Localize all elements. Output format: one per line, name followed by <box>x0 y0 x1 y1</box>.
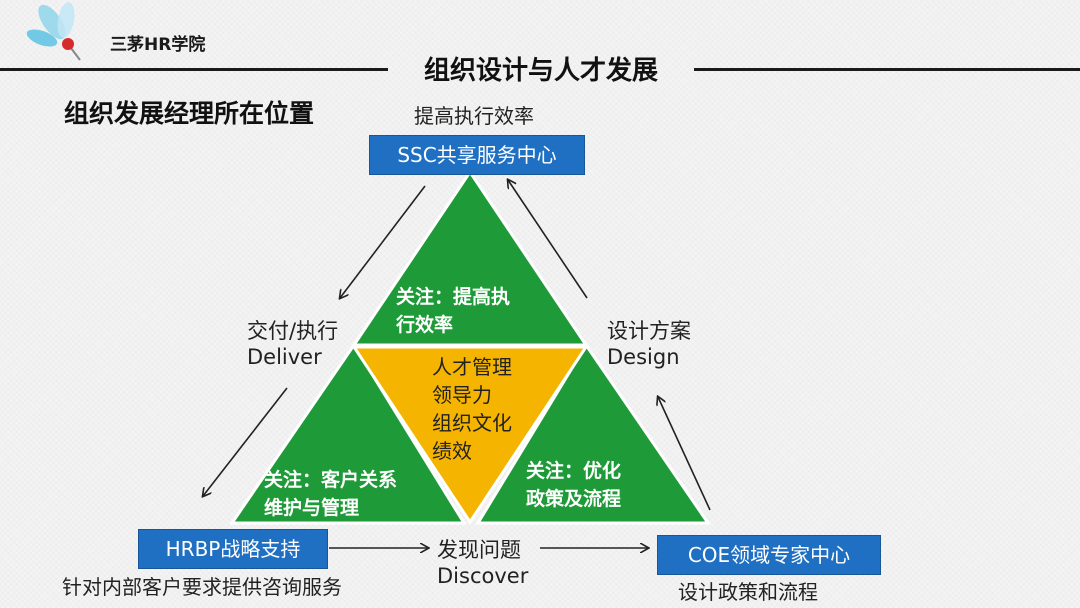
title-rule-right <box>694 68 1080 71</box>
coe-box: COE领域专家中心 <box>657 535 881 575</box>
core-item-performance: 绩效 <box>432 439 472 463</box>
ssc-caption: 提高执行效率 <box>414 104 534 128</box>
title-rule-left <box>0 68 388 71</box>
hrbp-box: HRBP战略支持 <box>138 529 328 569</box>
deliver-label-cn: 交付/执行 <box>247 319 339 343</box>
discover-label-en: Discover <box>437 564 529 588</box>
core-item-talent: 人才管理 <box>432 355 512 379</box>
deliver-label: 交付/执行 Deliver <box>247 318 338 370</box>
section-subtitle: 组织发展经理所在位置 <box>64 99 315 128</box>
hrbp-caption: 针对内部客户要求提供咨询服务 <box>62 575 342 599</box>
top-green-triangle <box>351 169 589 347</box>
core-item-leadership: 领导力 <box>432 383 492 407</box>
core-list: 人才管理 领导力 组织文化 绩效 <box>432 353 512 465</box>
coe-focus-line-1: 关注：优化 <box>526 460 622 482</box>
hrbp-focus-text: 关注：客户关系 维护与管理 <box>264 466 397 522</box>
hrbp-focus-line-2: 维护与管理 <box>264 497 360 519</box>
logo-icon <box>26 2 81 61</box>
arrow-ssc-to-deliver <box>340 185 426 298</box>
core-item-culture: 组织文化 <box>432 411 512 435</box>
design-label-en: Design <box>607 345 680 369</box>
discover-label-cn: 发现问题 <box>437 538 521 562</box>
ssc-focus-text: 关注：提高执 行效率 <box>396 283 510 339</box>
ssc-focus-line-1: 关注：提高执 <box>396 286 511 308</box>
right-green-triangle <box>475 342 711 525</box>
ssc-box: SSC共享服务中心 <box>369 135 585 175</box>
arrow-coe-to-design <box>658 397 711 511</box>
deliver-label-en: Deliver <box>247 345 322 369</box>
brand-name: 三茅HR学院 <box>110 35 206 55</box>
arrow-deliver-to-hrbp <box>203 387 288 496</box>
discover-label: 发现问题 Discover <box>437 537 528 589</box>
hrbp-focus-line-1: 关注：客户关系 <box>264 469 398 491</box>
coe-focus-line-2: 政策及流程 <box>526 488 622 510</box>
design-label-cn: 设计方案 <box>607 319 691 343</box>
coe-focus-text: 关注：优化 政策及流程 <box>526 457 621 513</box>
arrow-design-to-ssc <box>508 180 588 299</box>
page-title: 组织设计与人才发展 <box>423 56 658 86</box>
ssc-focus-line-2: 行效率 <box>396 314 454 336</box>
left-green-triangle <box>229 342 467 525</box>
center-orange-triangle <box>351 345 589 525</box>
design-label: 设计方案 Design <box>607 318 691 370</box>
coe-caption: 设计政策和流程 <box>678 580 818 604</box>
